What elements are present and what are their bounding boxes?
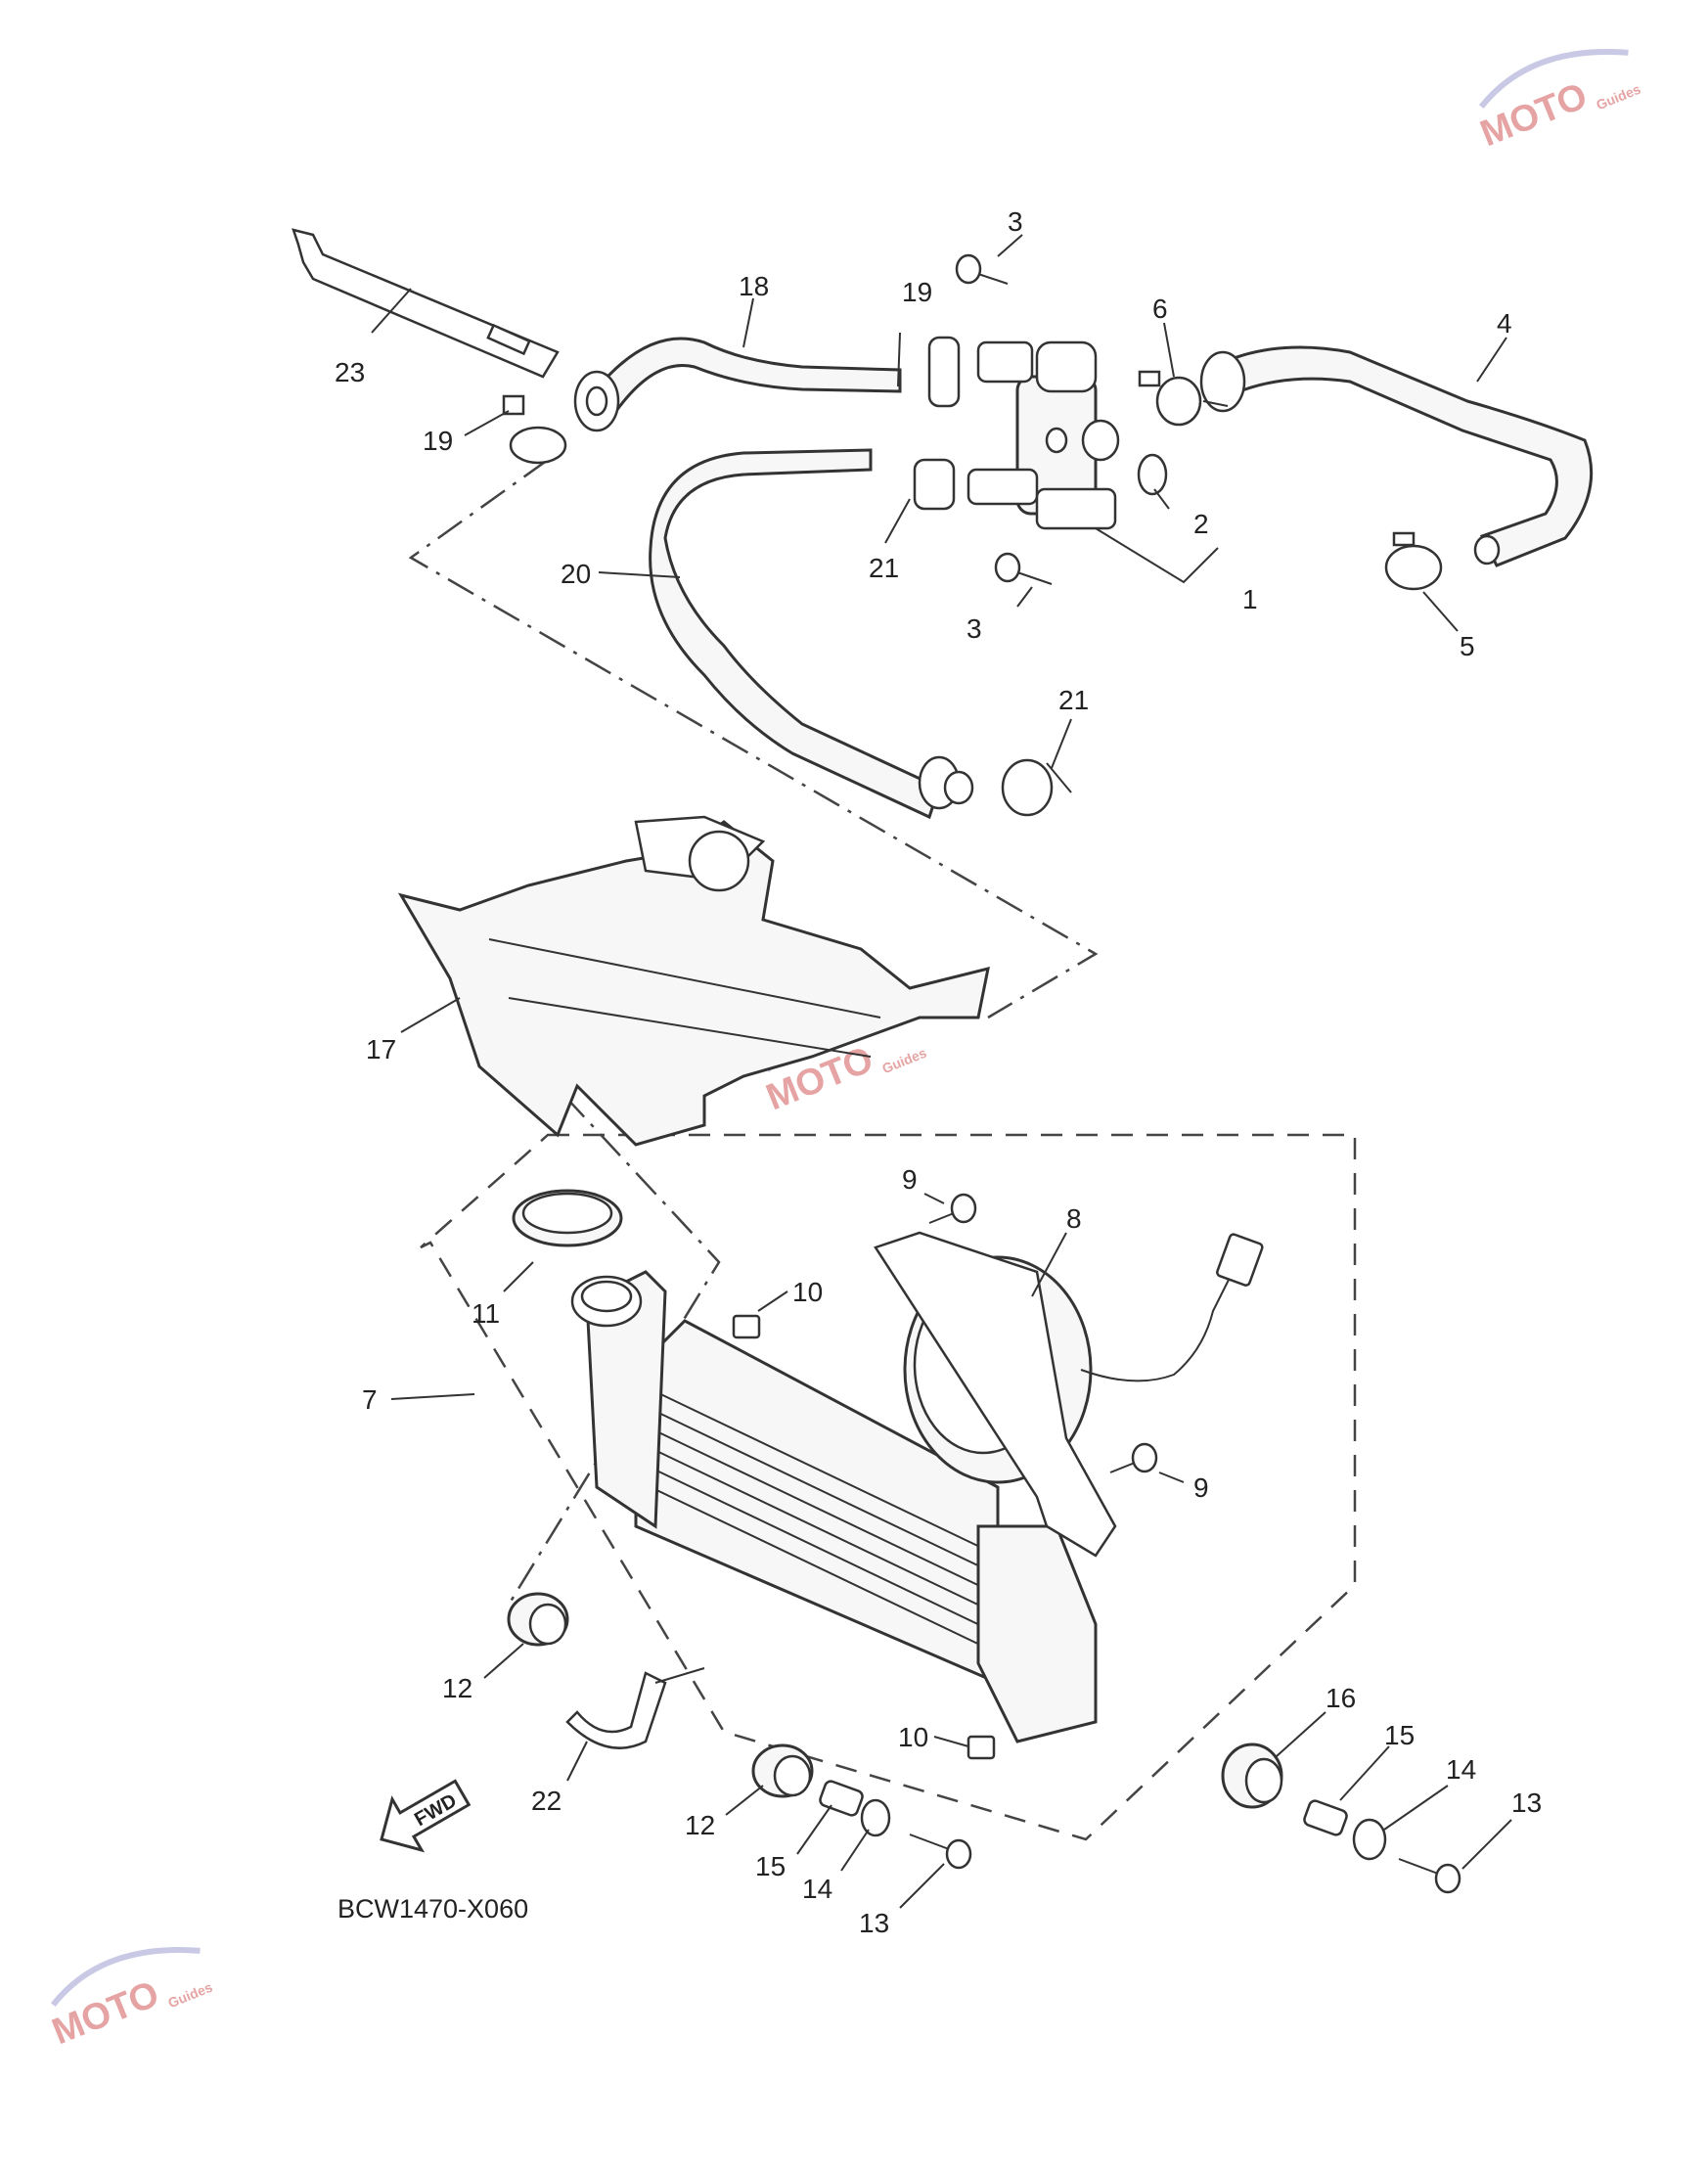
forward-direction-arrow: FWD [380, 1779, 472, 1853]
svg-text:MOTO: MOTO [47, 1973, 165, 2053]
fan-bolt-upper [928, 1193, 977, 1224]
callout-19-left: 19 [423, 426, 453, 456]
nut-10-upper [732, 1314, 761, 1339]
callout-4: 4 [1497, 308, 1512, 339]
watermark-top-right: MOTO Guides [1475, 49, 1643, 155]
bolt-upper [955, 253, 1009, 285]
callout-9-upper: 9 [902, 1164, 918, 1195]
callout-10-upper: 10 [792, 1277, 823, 1307]
lower-hose [649, 448, 974, 820]
svg-text:MOTO: MOTO [1475, 75, 1594, 155]
grommet-12-left [507, 1592, 569, 1647]
callout-12-bottom: 12 [685, 1810, 715, 1840]
callout-13-right: 13 [1511, 1788, 1542, 1818]
assembly-boundary-lower [507, 1056, 721, 1606]
callout-labels: 1 2 3 3 4 5 6 7 8 9 9 10 10 11 12 12 13 … [335, 206, 1542, 1938]
upper-hose [573, 337, 902, 432]
watermark-bottom-left: MOTO Guides [47, 1947, 215, 2053]
callout-11: 11 [472, 1298, 500, 1329]
callout-14-right: 14 [1446, 1754, 1476, 1785]
callout-6: 6 [1152, 294, 1168, 324]
washer-14-bottom [860, 1798, 891, 1837]
callout-8: 8 [1066, 1203, 1082, 1234]
hose-clamp-5 [1384, 531, 1443, 591]
callout-3-lower: 3 [966, 613, 982, 644]
callout-22: 22 [531, 1786, 562, 1816]
nut-10-lower [966, 1735, 996, 1760]
radiator-assembly-boundary [420, 1133, 1357, 1841]
callout-21-lower: 21 [1058, 685, 1089, 715]
callout-9-lower: 9 [1193, 1472, 1209, 1503]
callout-10-lower: 10 [898, 1722, 928, 1752]
radiator-core [570, 1270, 1098, 1743]
callout-15-right: 15 [1384, 1720, 1415, 1750]
callout-17: 17 [366, 1034, 396, 1064]
collar-15-bottom [819, 1780, 864, 1817]
callout-1: 1 [1242, 584, 1258, 614]
bolt-13-bottom [909, 1833, 972, 1870]
radiator-cap [512, 1189, 623, 1247]
collar-15-right [1303, 1799, 1348, 1836]
callout-7: 7 [362, 1384, 378, 1415]
hose-clamp-19-upper [927, 336, 961, 408]
grommet-12-bottom [751, 1743, 814, 1798]
callout-5: 5 [1460, 631, 1475, 661]
grommet-16 [1221, 1743, 1283, 1809]
thermostat-housing [966, 340, 1120, 530]
fan-bolt-lower [1109, 1442, 1158, 1473]
callout-20: 20 [561, 559, 591, 589]
bolt-13-right [1398, 1858, 1461, 1894]
callout-16: 16 [1326, 1683, 1356, 1713]
hose-clamp-21-lower [1001, 758, 1072, 817]
cooling-fan [874, 1231, 1264, 1558]
svg-text:Guides: Guides [1594, 81, 1642, 113]
diagram-code: BCW1470-X060 [337, 1894, 528, 1924]
bolt-lower [994, 552, 1053, 585]
label-sheet [292, 228, 560, 379]
callout-18: 18 [739, 271, 769, 301]
right-hose [1199, 345, 1594, 567]
callout-21-upper: 21 [869, 553, 899, 583]
callout-14-bottom: 14 [802, 1874, 832, 1904]
washer-14-right [1352, 1818, 1387, 1861]
bracket-22 [565, 1667, 705, 1749]
svg-text:Guides: Guides [165, 1979, 214, 2012]
assembly-boundary-upper [408, 458, 1099, 1019]
hose-clamp-21-upper [913, 458, 956, 511]
hose-clamp-6 [1138, 370, 1202, 427]
callout-2: 2 [1193, 509, 1209, 539]
callout-12-left: 12 [442, 1673, 472, 1703]
svg-text:Guides: Guides [879, 1045, 928, 1077]
o-ring [1137, 453, 1168, 496]
hose-clamp-19-left [502, 394, 567, 465]
callout-3-upper: 3 [1008, 206, 1023, 237]
callout-13-bottom: 13 [859, 1908, 889, 1938]
leader-lines [371, 234, 1512, 1909]
callout-19-upper: 19 [902, 277, 932, 307]
callout-15-bottom: 15 [755, 1851, 786, 1881]
air-guide-cover [397, 815, 990, 1147]
radiator-fins [650, 1388, 989, 1650]
callout-23: 23 [335, 357, 365, 387]
